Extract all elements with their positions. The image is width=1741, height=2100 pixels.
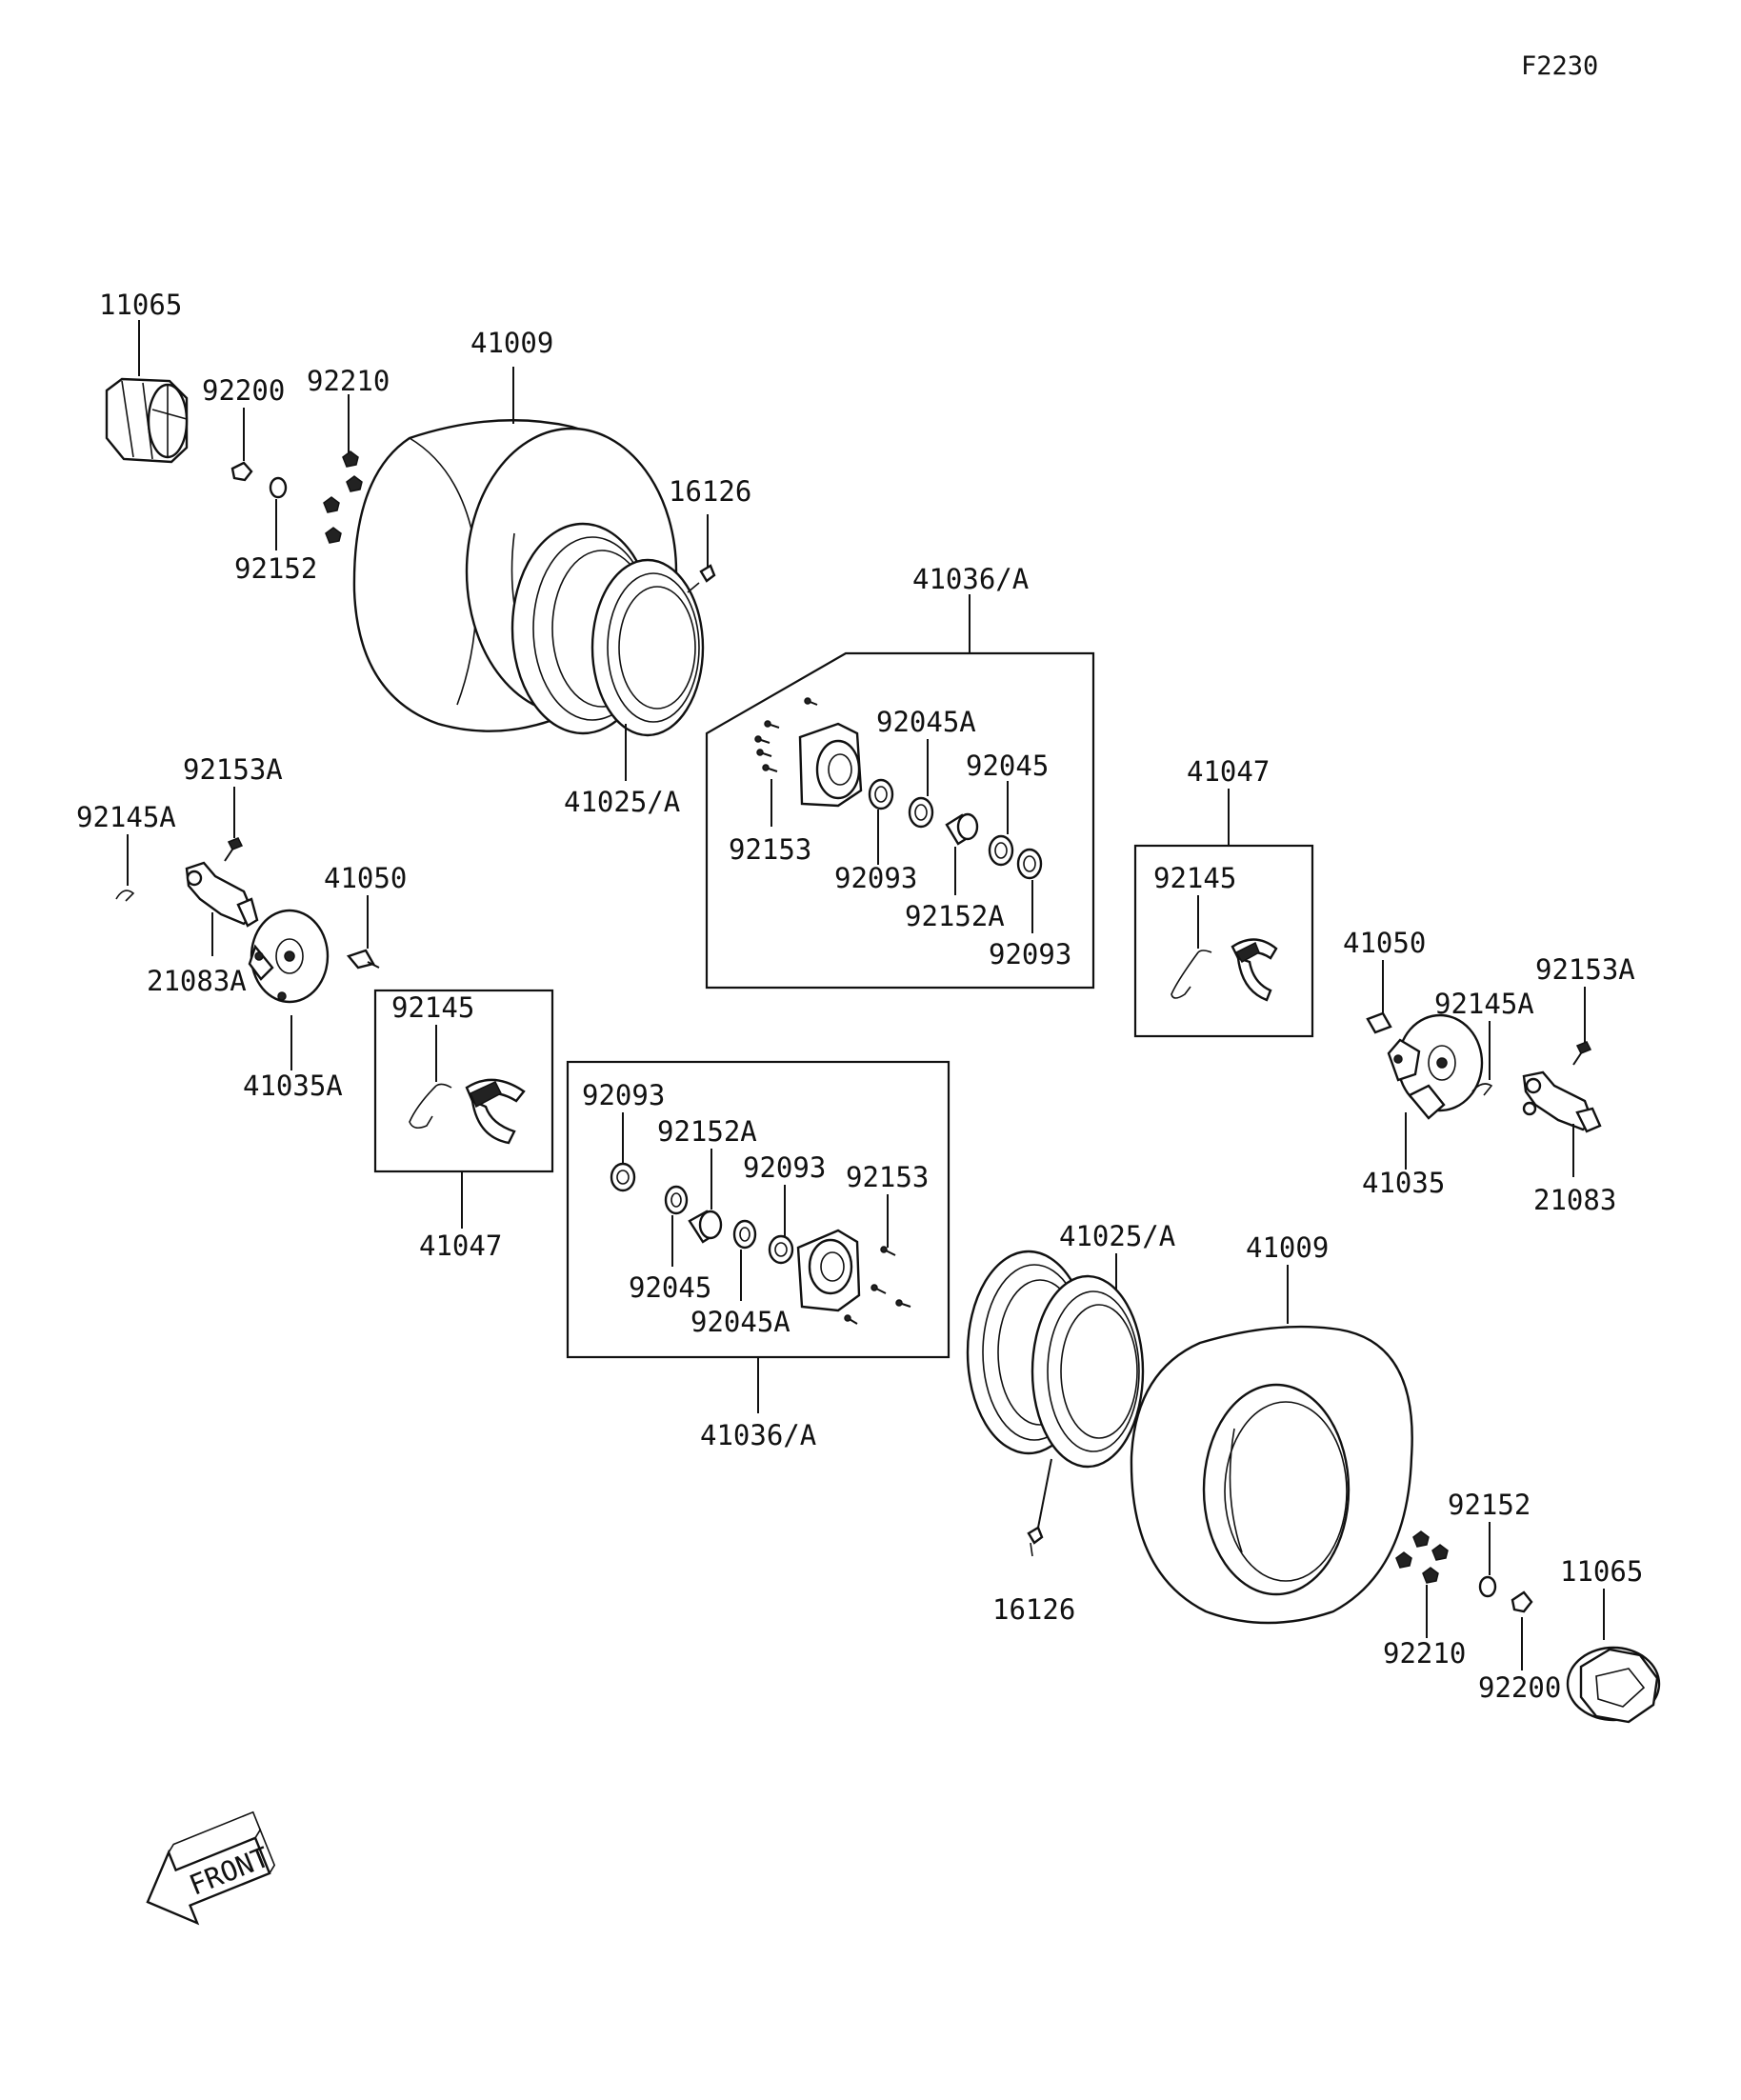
hub-cap-bot[interactable]: [1566, 1646, 1661, 1724]
washer-92200-bot[interactable]: [1511, 1590, 1533, 1613]
label-92093-top-a: 92093: [834, 862, 917, 894]
bearing-92045A-bot[interactable]: [732, 1219, 757, 1250]
bolts-92153-top[interactable]: [754, 697, 818, 772]
brake-shoes-right[interactable]: [1231, 938, 1278, 1002]
label-41050-left: 41050: [324, 862, 407, 894]
hub-top[interactable]: [798, 722, 863, 808]
kit-box-41047-right: [1133, 844, 1314, 1038]
label-92200-top: 92200: [202, 374, 285, 407]
label-92153A-left: 92153A: [183, 753, 283, 786]
label-16126-bot: 16126: [992, 1593, 1075, 1626]
label-41025-top: 41025/A: [564, 786, 680, 818]
label-41035-right: 41035: [1362, 1167, 1445, 1199]
brake-panel-41035A[interactable]: [248, 909, 330, 1004]
kit-box-41036-top: [705, 651, 1095, 990]
label-92145A-left: 92145A: [76, 801, 176, 833]
label-92045A-top: 92045A: [876, 706, 976, 738]
label-11065-top: 11065: [99, 289, 182, 321]
label-92152-top: 92152: [234, 552, 317, 585]
valve-16126-top[interactable]: [687, 564, 716, 593]
label-92145-right: 92145: [1153, 862, 1236, 894]
label-41035A-left: 41035A: [243, 1070, 343, 1102]
spacer-92152-bot[interactable]: [1478, 1575, 1497, 1598]
bolts-92153-bot[interactable]: [844, 1246, 911, 1325]
label-41047-right: 41047: [1187, 755, 1270, 788]
cam-lever-21083A[interactable]: [185, 861, 259, 928]
seal-92093-bot-b[interactable]: [768, 1234, 794, 1265]
label-92045-bot: 92045: [629, 1271, 711, 1304]
label-41009-top: 41009: [470, 327, 553, 359]
pin-92145A-right[interactable]: [1471, 1083, 1493, 1096]
brake-shoes-left[interactable]: [465, 1078, 526, 1145]
label-21083A-left: 21083A: [147, 965, 247, 997]
rim-41025-bot[interactable]: [966, 1250, 1145, 1469]
bearing-92045-top[interactable]: [988, 834, 1014, 867]
valve-16126-bot[interactable]: [1027, 1526, 1044, 1557]
label-92210-bot: 92210: [1383, 1637, 1466, 1670]
label-41036-bot: 41036/A: [700, 1419, 816, 1451]
kit-box-41047-left: [373, 989, 554, 1173]
label-21083-right: 21083: [1533, 1184, 1616, 1216]
label-92045A-bot: 92045A: [690, 1306, 790, 1338]
label-41025-bot: 41025/A: [1059, 1220, 1175, 1252]
washer-92200-top[interactable]: [230, 461, 253, 482]
spring-92145-left[interactable]: [409, 1083, 452, 1130]
label-92045-top: 92045: [966, 750, 1049, 782]
label-92093-bot-a: 92093: [582, 1079, 665, 1111]
tire-41009-bot[interactable]: [1130, 1325, 1413, 1625]
seal-92093-bot-a[interactable]: [610, 1162, 636, 1192]
label-92152A-top: 92152A: [905, 900, 1005, 932]
bearing-92045A-top[interactable]: [908, 796, 934, 829]
bolt-92153A-right[interactable]: [1572, 1041, 1592, 1066]
spacer-92152A-top[interactable]: [945, 812, 979, 846]
bearing-92045-bot[interactable]: [664, 1185, 689, 1215]
screw-41050-right[interactable]: [1366, 1011, 1392, 1034]
label-11065-bot: 11065: [1560, 1555, 1643, 1588]
label-16126-top: 16126: [669, 475, 751, 508]
label-41036-top: 41036/A: [912, 563, 1029, 595]
spacer-92152-top[interactable]: [269, 476, 288, 499]
label-41009-bot: 41009: [1246, 1231, 1329, 1264]
label-92153A-right: 92153A: [1535, 953, 1635, 986]
seal-92093-top-b[interactable]: [1016, 848, 1043, 880]
hub-bot[interactable]: [796, 1229, 861, 1312]
spring-92145-right[interactable]: [1171, 950, 1212, 999]
nuts-92210-bot[interactable]: [1395, 1530, 1449, 1584]
label-92152-bot: 92152: [1448, 1489, 1531, 1521]
spacer-92152A-bot[interactable]: [688, 1210, 723, 1244]
label-92200-bot: 92200: [1478, 1671, 1561, 1704]
label-92145A-right: 92145A: [1434, 988, 1534, 1020]
label-41047-left: 41047: [419, 1230, 502, 1262]
figure-code: F2230: [1521, 51, 1598, 81]
pin-92145A-left[interactable]: [115, 890, 135, 902]
label-92210-top: 92210: [307, 365, 390, 397]
label-92093-top-b: 92093: [989, 938, 1071, 970]
label-92145-left: 92145: [391, 991, 474, 1024]
hub-cap-top[interactable]: [105, 377, 189, 464]
label-92093-bot-b: 92093: [743, 1151, 826, 1184]
rim-41025-top[interactable]: [510, 522, 705, 737]
label-92153-bot: 92153: [846, 1161, 929, 1193]
brake-panel-41035[interactable]: [1387, 1013, 1484, 1120]
front-direction-arrow: FRONT: [146, 1810, 276, 1926]
label-92153-top: 92153: [729, 833, 811, 866]
cam-lever-21083[interactable]: [1522, 1070, 1602, 1133]
label-41050-right: 41050: [1343, 927, 1426, 959]
seal-92093-top-a[interactable]: [868, 778, 894, 810]
bolt-92153A-left[interactable]: [224, 837, 244, 862]
nuts-92210-top[interactable]: [323, 450, 363, 544]
label-92152A-bot: 92152A: [657, 1115, 757, 1148]
screw-41050-left[interactable]: [346, 949, 380, 970]
